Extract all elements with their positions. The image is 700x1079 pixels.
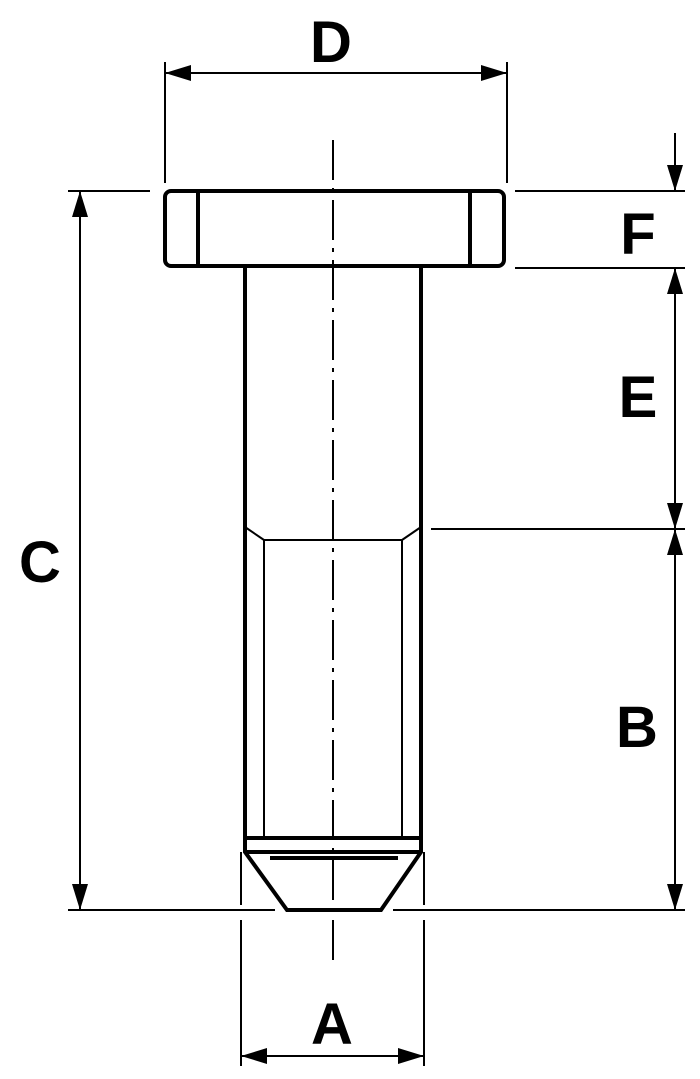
label-c: C [19, 530, 61, 595]
bolt-shank [243, 266, 423, 838]
label-d: D [310, 10, 352, 75]
bolt-thread [244, 526, 422, 840]
dimension-b [667, 529, 683, 910]
dimension-c [68, 190, 275, 911]
label-b: B [616, 695, 658, 760]
dimension-a [240, 852, 425, 1066]
label-a: A [311, 992, 353, 1057]
dimension-e [667, 268, 683, 529]
bolt-tip [243, 838, 423, 912]
label-e: E [619, 365, 658, 430]
dimension-d [164, 62, 508, 183]
bolt-head [163, 189, 506, 268]
dimension-f [667, 133, 683, 191]
label-f: F [620, 202, 655, 267]
right-extension-lines [393, 190, 685, 911]
